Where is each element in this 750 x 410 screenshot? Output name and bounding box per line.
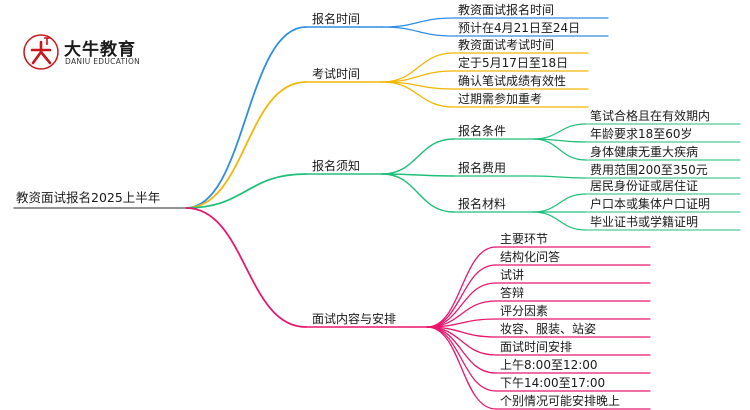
- branch-connector-2: [185, 173, 307, 209]
- leaf-label-3-6: 面试时间安排: [500, 340, 573, 354]
- group-leaf-connector-2-0: [532, 193, 587, 213]
- group-leaf-connector-0-2: [532, 138, 587, 161]
- leaf-label-3-8: 下午14:00至17:00: [500, 376, 606, 390]
- group-leaf-label-0-1: 年龄要求18至60岁: [590, 127, 693, 141]
- group-connector-2: [381, 173, 455, 213]
- group-label-2: 报名材料: [458, 197, 507, 211]
- logo-icon: [23, 34, 59, 70]
- leaf-label-3-1: 结构化问答: [500, 250, 561, 264]
- leaf-label-0-1: 预计在4月21日至24日: [458, 21, 581, 35]
- branch-label-1: 考试时间: [312, 67, 361, 81]
- leaf-label-3-7: 上午8:00至12:00: [500, 358, 598, 372]
- leaf-label-3-3: 答辩: [500, 286, 525, 300]
- root-topic: 教资面试报名2025上半年: [16, 190, 161, 205]
- branch-label-2: 报名须知: [312, 159, 361, 173]
- group-leaf-connector-0-0: [532, 123, 587, 140]
- leaf-label-1-1: 定于5月17日至18日: [458, 56, 569, 70]
- leaf-connector-3-1: [426, 264, 497, 328]
- branch-connector-0: [185, 26, 307, 209]
- leaf-label-3-9: 个别情况可能安排晚上: [500, 394, 621, 408]
- group-label-1: 报名费用: [458, 161, 507, 175]
- group-leaf-connector-1-0: [532, 175, 587, 179]
- leaf-label-1-3: 过期需参加重考: [458, 92, 543, 106]
- logo-name: 大牛教育: [64, 40, 136, 60]
- leaf-label-1-0: 教资面试考试时间: [458, 38, 555, 52]
- leaf-label-3-2: 试讲: [500, 268, 525, 282]
- group-connector-0: [381, 138, 455, 175]
- group-label-0: 报名条件: [458, 124, 507, 138]
- group-leaf-connector-2-2: [532, 211, 587, 231]
- branch-label-3: 面试内容与安排: [312, 312, 397, 326]
- leaf-label-1-2: 确认笔试成绩有效性: [458, 74, 567, 88]
- leaf-label-3-5: 妆容、服装、站姿: [500, 322, 597, 336]
- logo-subtitle: DANIU EDUCATION: [65, 57, 141, 66]
- brand-logo: 大牛教育 DANIU EDUCATION: [20, 30, 145, 74]
- group-leaf-label-2-1: 户口本或集体户口证明: [590, 197, 711, 211]
- leaf-connector-3-2: [426, 282, 497, 328]
- leaf-connector-1-3: [381, 81, 455, 108]
- branch-connector-1: [185, 81, 307, 209]
- leaf-connector-0-1: [381, 26, 455, 37]
- leaf-connector-3-9: [426, 326, 497, 410]
- leaf-connector-3-0: [426, 246, 497, 328]
- branch-connector-3: [185, 207, 307, 328]
- group-connector-1: [381, 173, 455, 177]
- group-leaf-label-2-2: 毕业证书或学籍证明: [590, 215, 699, 229]
- leaf-label-0-0: 教资面试报名时间: [458, 3, 555, 17]
- leaf-label-3-4: 评分因素: [500, 304, 549, 318]
- branch-label-0: 报名时间: [312, 12, 361, 26]
- leaf-connector-1-0: [381, 52, 455, 83]
- group-leaf-label-0-0: 笔试合格且在有效期内: [590, 109, 711, 123]
- group-leaf-label-1-0: 费用范围200至350元: [590, 163, 708, 177]
- group-leaf-label-0-2: 身体健康无重大疾病: [590, 145, 699, 159]
- group-leaf-label-2-0: 居民身份证或居住证: [590, 179, 699, 193]
- leaf-connector-3-7: [426, 326, 497, 374]
- leaf-label-3-0: 主要环节: [500, 232, 549, 246]
- leaf-connector-0-0: [381, 17, 455, 28]
